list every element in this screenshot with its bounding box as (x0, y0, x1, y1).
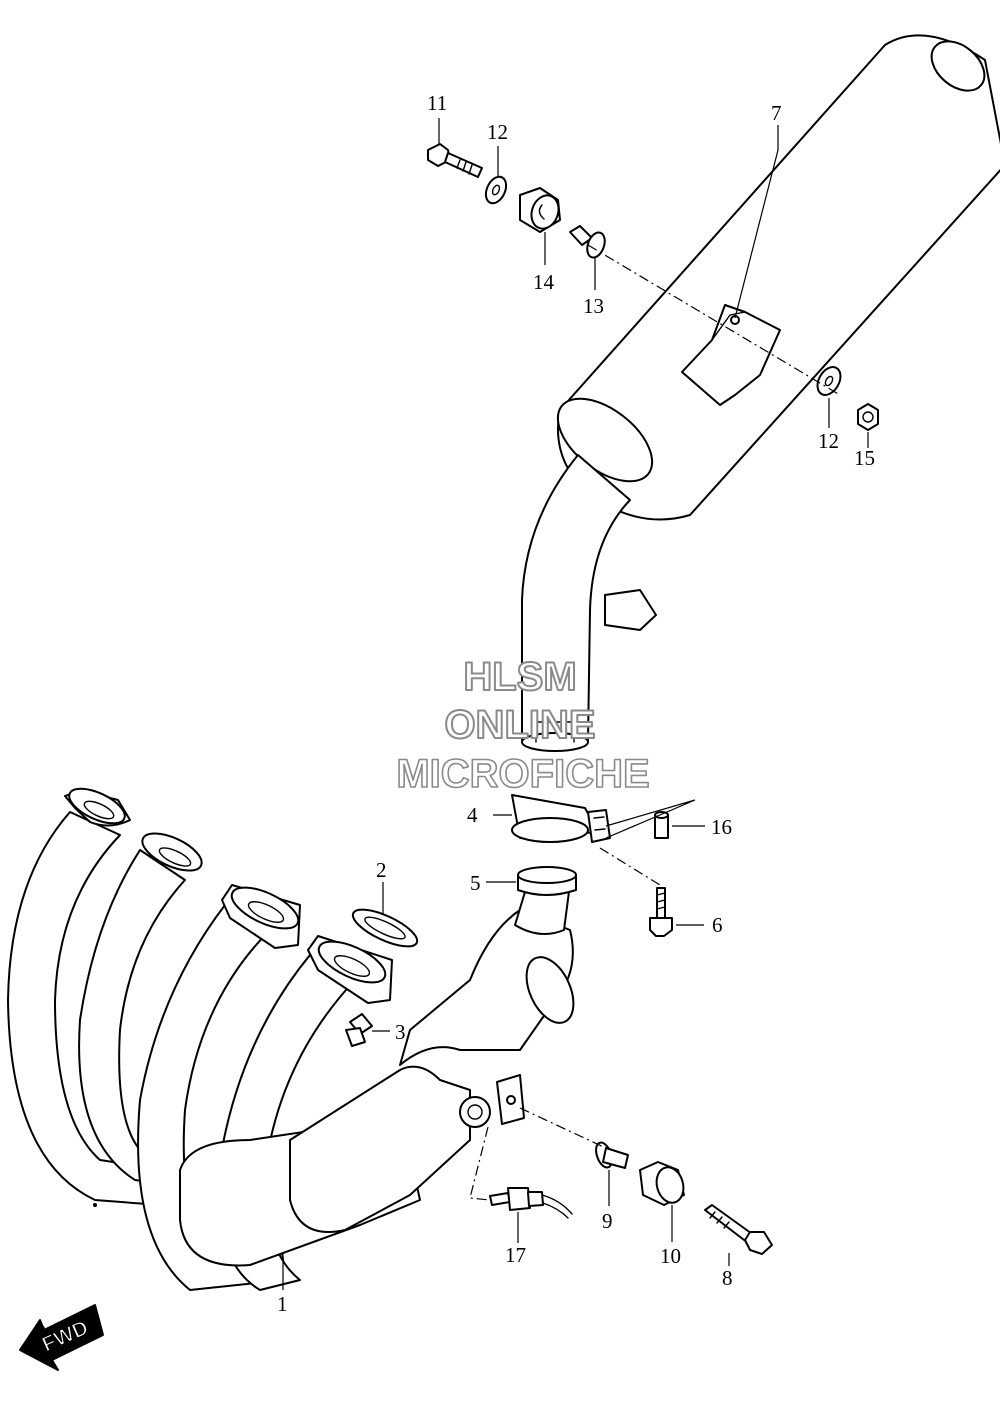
gasket-part-5 (517, 866, 577, 896)
washer-part-12-upper (484, 175, 508, 205)
callout-6: 6 (712, 913, 723, 937)
bolt-part-6 (649, 887, 673, 937)
callout-5: 5 (470, 871, 481, 895)
callout-labels: 11 12 7 14 13 12 15 4 16 5 2 6 3 9 10 17… (277, 91, 875, 1316)
stud-part-3 (345, 1013, 373, 1047)
watermark-line-1: HLSM (463, 655, 576, 699)
callout-8: 8 (722, 1266, 733, 1290)
callout-14: 14 (533, 270, 555, 294)
gasket-part-2 (351, 908, 419, 948)
callout-12-upper: 12 (487, 120, 508, 144)
watermark: HLSM ONLINE MICROFICHE (396, 654, 651, 797)
leader-lines (282, 118, 869, 1290)
washer-part-12-lower (816, 366, 842, 396)
grommet-part-10 (639, 1161, 685, 1206)
callout-4: 4 (467, 803, 478, 827)
watermark-line-3: MICROFICHE (396, 752, 649, 796)
clamp-part-4 (511, 794, 611, 843)
callout-13: 13 (583, 294, 604, 318)
callout-15: 15 (854, 446, 875, 470)
callout-1: 1 (277, 1292, 288, 1316)
fwd-direction-arrow: FWD (19, 1304, 104, 1371)
callout-17: 17 (505, 1243, 526, 1267)
callout-11: 11 (427, 91, 447, 115)
bolt-part-11 (427, 143, 483, 178)
collar-part-9 (595, 1141, 629, 1169)
collar-part-16 (654, 811, 669, 839)
o2-sensor-part-17 (489, 1187, 573, 1219)
callout-2: 2 (376, 858, 387, 882)
bolt-part-8 (704, 1204, 773, 1255)
nut-part-15 (857, 403, 879, 431)
connecting-pipe (521, 454, 657, 752)
exhaust-header-part-1 (7, 787, 575, 1291)
callout-16: 16 (711, 815, 732, 839)
callout-9: 9 (602, 1209, 613, 1233)
callout-3: 3 (395, 1020, 406, 1044)
callout-12-lower: 12 (818, 429, 839, 453)
watermark-line-2: ONLINE (444, 703, 595, 747)
callout-7: 7 (771, 101, 782, 125)
callout-10: 10 (660, 1244, 681, 1268)
muffler-part-7 (556, 34, 1000, 521)
grommet-part-14 (519, 187, 561, 233)
collar-part-13 (569, 225, 606, 259)
